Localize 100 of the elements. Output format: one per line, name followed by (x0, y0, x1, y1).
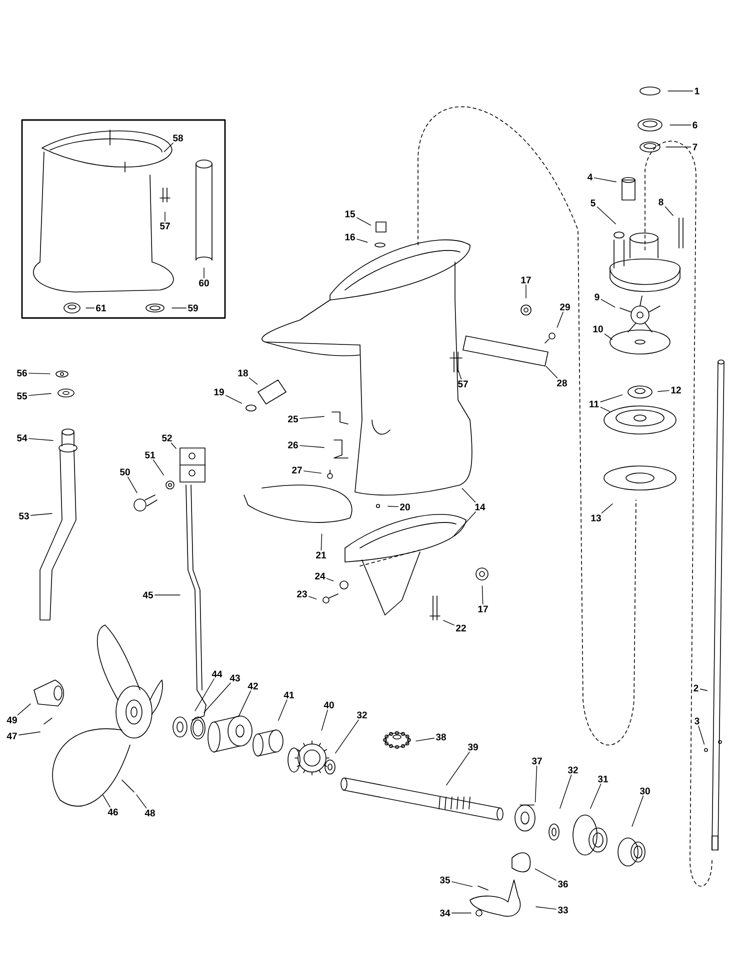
callout-number: 43 (230, 674, 240, 682)
leader-line (170, 442, 176, 449)
leader-line (482, 586, 484, 604)
callout-number: 11 (590, 400, 599, 408)
callout-number: 53 (19, 512, 29, 520)
leader-line (335, 720, 359, 754)
callout-number: 48 (144, 810, 155, 816)
callout-number: 15 (345, 210, 356, 218)
callout-number: 1 (694, 88, 700, 94)
leader-line (388, 506, 398, 508)
callout-number: 10 (593, 326, 603, 332)
leader-line (136, 794, 147, 808)
leader-line (446, 752, 470, 786)
inset-frame (21, 119, 226, 319)
leader-line (668, 90, 694, 92)
callout-number: 44 (212, 670, 222, 678)
leader-line (356, 238, 368, 243)
callout-number: 42 (248, 682, 258, 690)
leader-line (18, 732, 40, 736)
leader-line (658, 390, 670, 392)
leader-line (664, 206, 674, 216)
callout-number: 54 (17, 434, 28, 442)
leader-line (594, 177, 616, 182)
leader-line (700, 688, 708, 691)
callout-number: 38 (436, 734, 446, 740)
callout-number: 35 (440, 876, 450, 884)
leader-line (596, 206, 616, 224)
callout-number: 28 (557, 380, 567, 386)
callout-number: 3 (694, 718, 700, 724)
callout-number: 7 (692, 144, 698, 150)
callout-number: 24 (315, 572, 326, 580)
callout-number: 4 (588, 174, 593, 180)
leader-line (458, 369, 462, 380)
leader-line (416, 738, 434, 742)
callout-number: 50 (120, 468, 130, 476)
callout-number: 60 (199, 280, 209, 286)
callout-number: 32 (568, 766, 578, 774)
callout-number: 29 (560, 304, 570, 310)
leader-line (326, 578, 334, 582)
leader-line (28, 393, 52, 396)
leader-line (452, 881, 473, 887)
callout-number: 31 (598, 776, 608, 782)
callout-number: 46 (108, 808, 118, 816)
callout-number: 52 (162, 434, 172, 442)
callout-number: 14 (475, 504, 486, 510)
callout-number: 32 (356, 712, 367, 718)
callout-number: 25 (288, 416, 298, 422)
leader-line (128, 476, 138, 494)
callout-number: 2 (694, 684, 698, 692)
leader-line (164, 212, 166, 222)
leader-line (164, 142, 174, 152)
leader-line (194, 678, 214, 712)
leader-line (30, 513, 52, 516)
callout-number: 5 (590, 200, 596, 206)
callout-number: 12 (671, 386, 681, 394)
leader-line (600, 299, 616, 308)
leader-line (670, 124, 692, 126)
leader-line (600, 394, 623, 402)
callout-number: 59 (188, 304, 198, 312)
leader-line (356, 217, 372, 226)
callout-number: 39 (468, 744, 478, 750)
callout-number: 55 (17, 392, 28, 400)
leader-line (666, 146, 692, 148)
callout-number: 51 (145, 452, 156, 458)
leader-line (534, 766, 538, 802)
callout-number: 30 (640, 788, 650, 794)
leader-line (28, 372, 50, 374)
callout-number: 56 (17, 370, 27, 376)
callout-number: 18 (238, 370, 248, 376)
leader-line (308, 596, 317, 600)
leader-line (534, 868, 556, 881)
callout-number: 49 (6, 716, 17, 724)
callout-number: 20 (400, 504, 410, 510)
leader-line (300, 416, 324, 419)
leader-line (560, 774, 572, 809)
callout-number: 40 (324, 702, 334, 708)
leader-line (604, 334, 613, 340)
leader-line (590, 784, 602, 809)
leader-line (632, 796, 644, 827)
callout-number: 21 (316, 552, 326, 558)
callout-number: 37 (532, 758, 542, 764)
leader-line (600, 406, 610, 412)
leader-line (17, 704, 31, 716)
callout-number: 17 (478, 606, 488, 612)
callout-number: 17 (521, 276, 531, 284)
leader-line (546, 366, 558, 378)
callout-number: 36 (558, 880, 568, 888)
callout-number: 26 (288, 442, 298, 448)
leader-line (462, 488, 476, 502)
leader-line (321, 710, 328, 731)
callout-number: 23 (297, 590, 307, 598)
callout-number: 34 (440, 910, 450, 916)
callout-number: 22 (456, 624, 466, 632)
leader-line (452, 912, 472, 914)
callout-number: 61 (96, 304, 106, 312)
leader-line (320, 534, 322, 550)
leader-line (443, 620, 454, 626)
callout-number: 58 (173, 134, 183, 142)
leader-line (204, 682, 231, 713)
callout-number: 16 (345, 234, 355, 240)
